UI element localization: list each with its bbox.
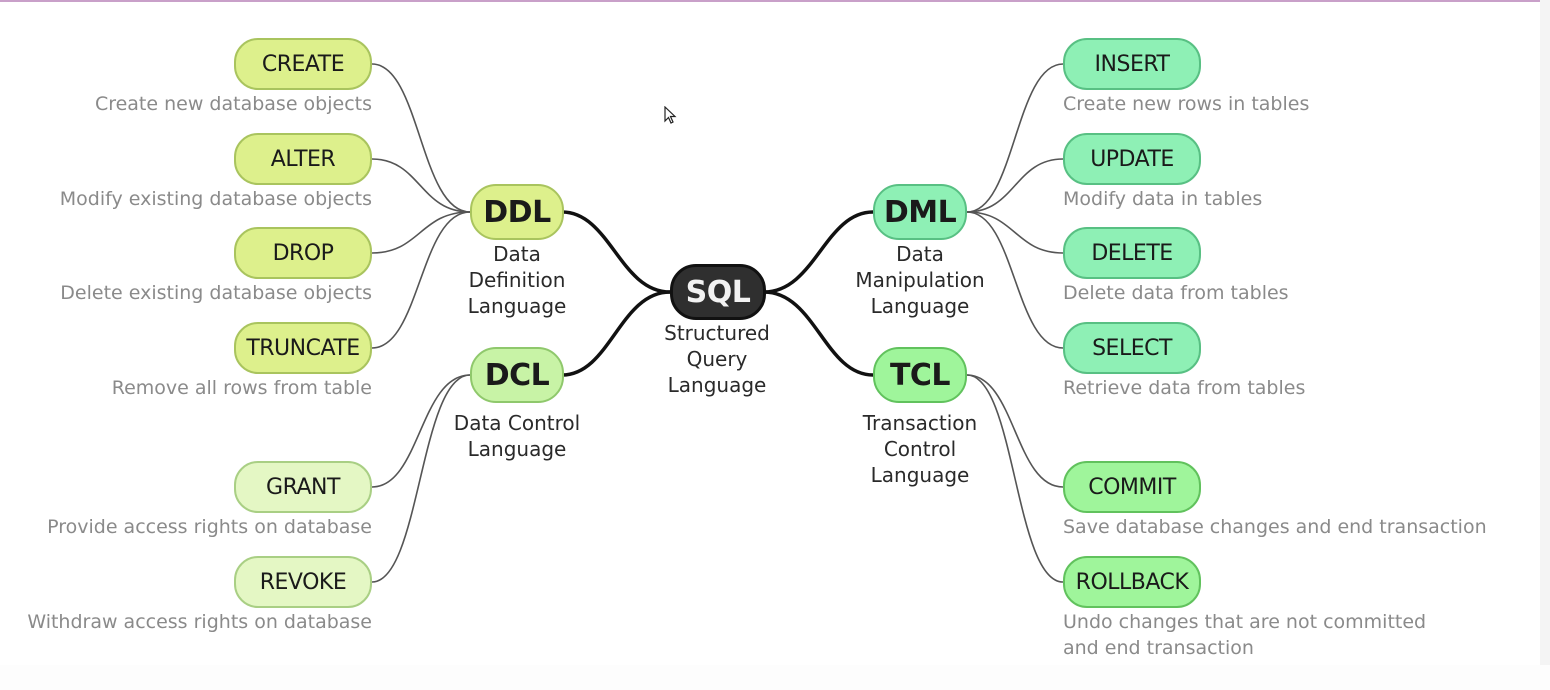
bottom-band xyxy=(0,665,1550,690)
select-node: SELECT xyxy=(1063,322,1201,374)
tcl-subtitle: Transaction Control Language xyxy=(862,411,978,487)
link-tcl-commit xyxy=(966,374,1064,488)
dcl-subtitle: Data Control Language xyxy=(453,411,581,461)
link-ddl-create xyxy=(371,63,471,213)
link-dml-update xyxy=(966,158,1064,213)
truncate-node: TRUNCATE xyxy=(234,322,372,374)
select-description: Retrieve data from tables xyxy=(1063,377,1306,399)
commit-node: COMMIT xyxy=(1063,461,1201,513)
right-edge xyxy=(1540,0,1550,690)
link-dcl-revoke xyxy=(371,374,471,583)
dcl-node: DCL xyxy=(470,347,564,403)
dml-subtitle: Data Manipulation Language xyxy=(855,242,985,318)
create-description: Create new database objects xyxy=(94,93,372,115)
link-sql-dcl xyxy=(560,290,672,377)
dml-node: DML xyxy=(873,184,967,240)
update-description: Modify data in tables xyxy=(1063,188,1263,210)
mouse-pointer-icon xyxy=(664,106,677,124)
revoke-node: REVOKE xyxy=(234,556,372,608)
sql-subtitle: Structured Query Language xyxy=(664,321,770,397)
sql-root-node: SQL xyxy=(670,264,766,320)
commit-description: Save database changes and end transactio… xyxy=(1063,516,1487,538)
drop-description: Delete existing database objects xyxy=(60,282,372,304)
link-dml-insert xyxy=(966,63,1064,213)
delete-node: DELETE xyxy=(1063,227,1201,279)
drop-node: DROP xyxy=(234,227,372,279)
ddl-node: DDL xyxy=(470,184,564,240)
top-border xyxy=(0,0,1550,2)
link-dml-select xyxy=(966,211,1064,349)
alter-node: ALTER xyxy=(234,133,372,185)
link-ddl-drop xyxy=(371,211,471,254)
grant-description: Provide access rights on database xyxy=(47,516,372,538)
link-ddl-alter xyxy=(371,158,471,213)
revoke-description: Withdraw access rights on database xyxy=(27,611,372,633)
ddl-subtitle: Data Definition Language xyxy=(467,242,567,318)
rollback-description: Undo changes that are not committed and … xyxy=(1063,611,1427,659)
link-sql-ddl xyxy=(560,210,672,294)
link-dcl-grant xyxy=(371,374,471,488)
link-sql-tcl xyxy=(762,290,875,377)
create-node: CREATE xyxy=(234,38,372,90)
update-node: UPDATE xyxy=(1063,133,1201,185)
truncate-description: Remove all rows from table xyxy=(111,377,372,399)
tcl-node: TCL xyxy=(873,347,967,403)
delete-description: Delete data from tables xyxy=(1063,282,1289,304)
link-ddl-truncate xyxy=(371,211,471,349)
insert-description: Create new rows in tables xyxy=(1063,93,1310,115)
link-sql-dml xyxy=(762,210,875,294)
alter-description: Modify existing database objects xyxy=(59,188,372,210)
grant-node: GRANT xyxy=(234,461,372,513)
link-dml-delete xyxy=(966,211,1064,254)
insert-node: INSERT xyxy=(1063,38,1201,90)
link-tcl-rollback xyxy=(966,374,1064,583)
rollback-node: ROLLBACK xyxy=(1063,556,1201,608)
